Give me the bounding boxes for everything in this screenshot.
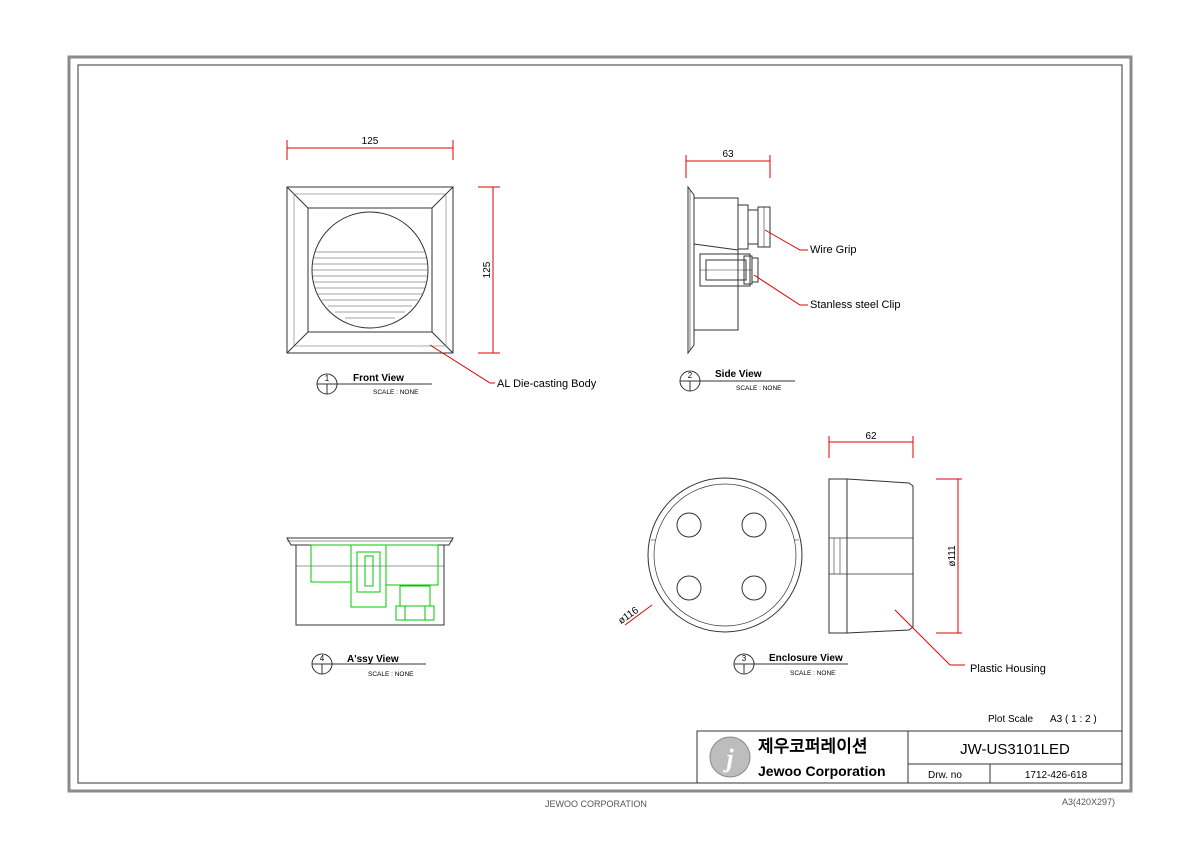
- assy-view-name: A'ssy View: [347, 654, 399, 665]
- front-width-dimension: [286, 140, 454, 160]
- enclosure-view-title: 3 Enclosure View SCALE : NONE: [733, 653, 848, 677]
- footer-paper-size: A3(420X297): [1062, 797, 1116, 807]
- enclosure-diameter-label: ø116: [616, 605, 641, 627]
- assy-view-number: 4: [320, 654, 325, 663]
- wire-grip-callout: Wire Grip: [810, 244, 856, 256]
- assy-view-scale: SCALE : NONE: [368, 671, 414, 678]
- front-louvers: [312, 251, 428, 319]
- company-name-english: Jewoo Corporation: [758, 763, 886, 779]
- assy-view: [286, 537, 454, 626]
- enclosure-diameter-leader: [624, 604, 653, 626]
- drawing-no: 1712-426-618: [1025, 770, 1088, 781]
- housing-leader: [894, 609, 965, 666]
- plot-scale-value: A3 ( 1 : 2 ): [1050, 714, 1097, 725]
- body-leader: [429, 344, 495, 384]
- side-depth-dimension: [685, 155, 771, 178]
- clip-callout: Stanless steel Clip: [810, 299, 901, 311]
- body-callout: AL Die-casting Body: [497, 378, 597, 390]
- footer-company: JEWOO CORPORATION: [545, 799, 647, 809]
- enclosure-height-label: ø111: [947, 545, 958, 567]
- front-view-name: Front View: [353, 373, 404, 384]
- enclosure-side-profile: [828, 478, 914, 634]
- inner-frame: [77, 64, 1123, 784]
- enclosure-view-scale: SCALE : NONE: [790, 670, 836, 677]
- assy-internal-parts: [310, 544, 439, 621]
- side-view-scale: SCALE : NONE: [736, 385, 782, 392]
- enclosure-view-name: Enclosure View: [769, 653, 843, 664]
- company-logo: j: [709, 736, 751, 778]
- front-width-label: 125: [362, 136, 379, 147]
- front-view: [286, 186, 454, 354]
- side-view-number: 2: [688, 371, 693, 380]
- wire-grip-leader: [764, 229, 808, 251]
- title-block: [696, 730, 1123, 784]
- outer-frame: [67, 55, 1133, 793]
- side-view-title: 2 Side View SCALE : NONE: [679, 369, 795, 392]
- front-height-label: 125: [482, 261, 493, 278]
- company-name-korean: 제우코퍼레이션: [758, 737, 867, 756]
- enclosure-height-dimension: [936, 478, 962, 634]
- enclosure-depth-label: 62: [865, 431, 877, 442]
- enclosure-depth-dimension: [828, 436, 914, 458]
- enclosure-view-number: 3: [742, 654, 747, 663]
- front-view-title: 1 Front View SCALE : NONE: [316, 373, 432, 396]
- enclosure-view: [647, 477, 803, 633]
- side-view: [687, 185, 771, 355]
- plot-scale-label: Plot Scale: [988, 714, 1033, 725]
- side-view-name: Side View: [715, 369, 762, 380]
- drawing-no-label: Drw. no: [928, 770, 962, 781]
- assy-view-title: 4 A'ssy View SCALE : NONE: [311, 653, 426, 678]
- clip-leader: [753, 274, 808, 306]
- part-number: JW-US3101LED: [960, 741, 1070, 758]
- side-depth-label: 63: [722, 149, 734, 160]
- front-view-scale: SCALE : NONE: [373, 389, 419, 396]
- front-view-number: 1: [325, 374, 330, 383]
- housing-callout: Plastic Housing: [970, 663, 1046, 675]
- front-height-dimension: [478, 186, 500, 354]
